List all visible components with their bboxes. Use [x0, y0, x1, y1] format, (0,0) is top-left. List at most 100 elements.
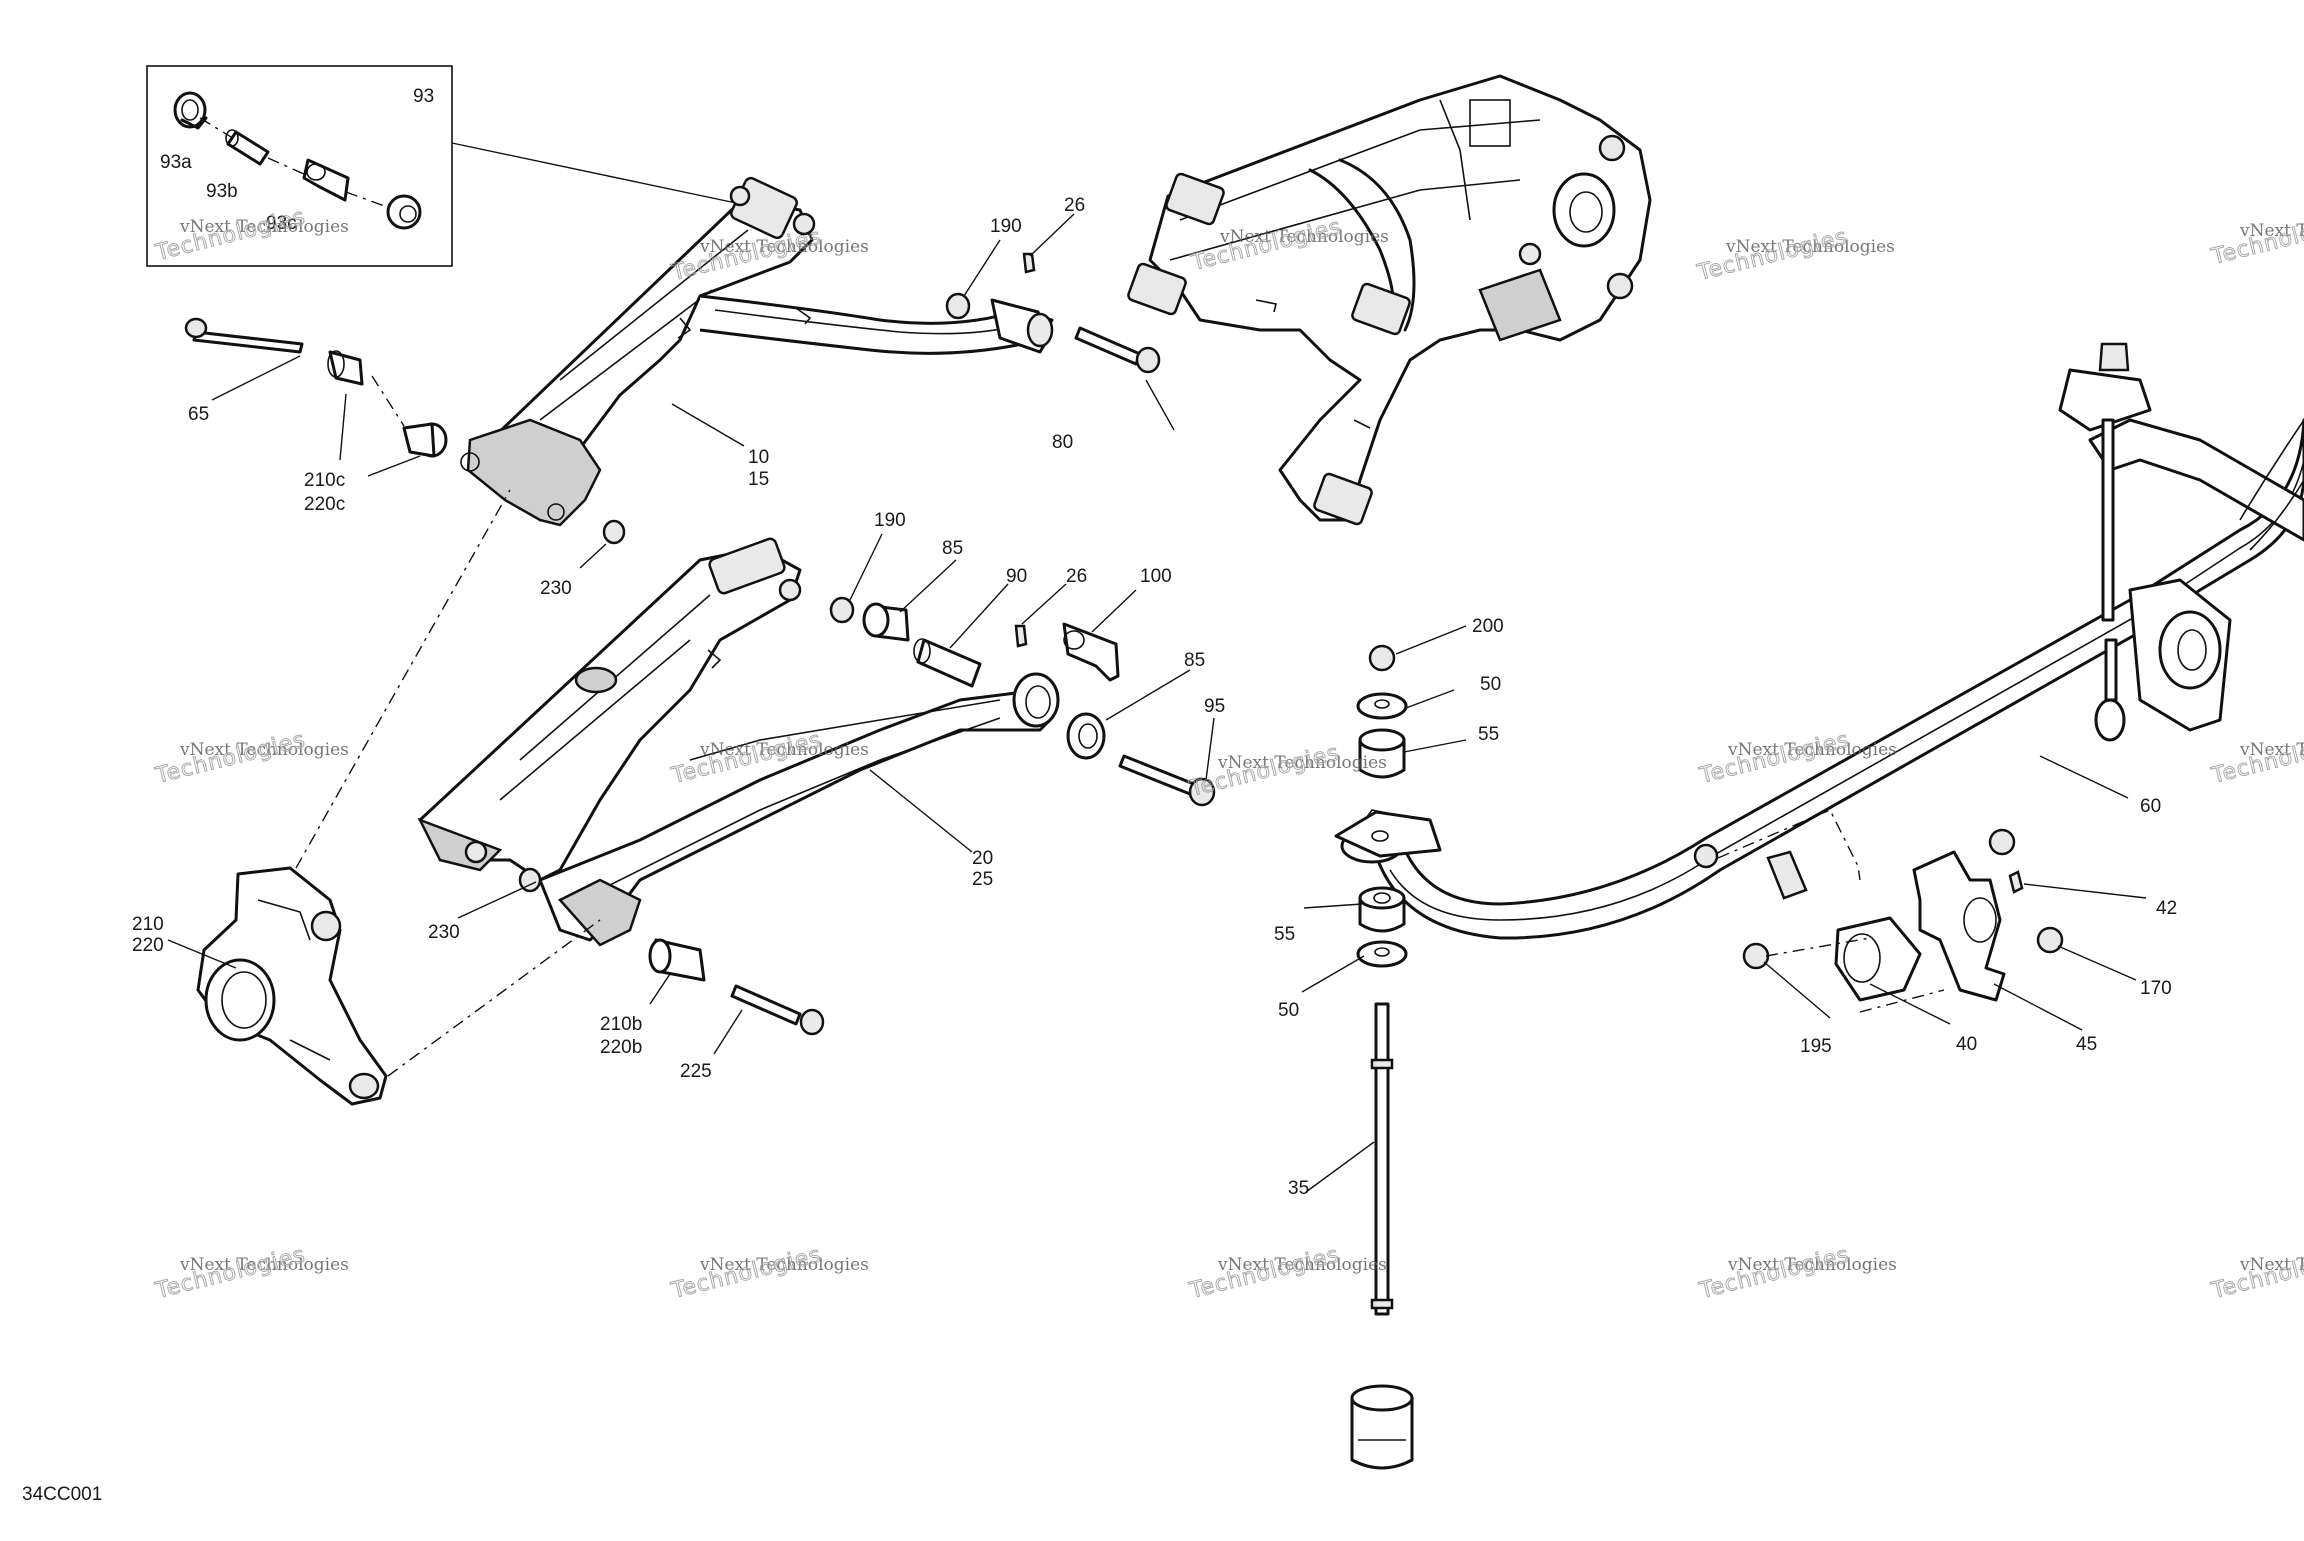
bushing-210c	[327, 350, 364, 386]
watermark-text: Technologies	[2208, 1242, 2304, 1304]
grease-fitting-26-lower	[1014, 624, 1028, 648]
clamp-45	[1912, 850, 2006, 1002]
callout-55-upper: 55	[1478, 724, 1499, 745]
watermark-text: vNext Technologies	[1727, 740, 1897, 760]
watermark-text: vNext Technologies	[699, 237, 869, 257]
detail-box-93: 93 93a 93b 93c	[146, 65, 737, 267]
nut-190-upper	[945, 292, 971, 320]
callout-190-upper: 190	[990, 216, 1022, 237]
callout-65: 65	[188, 404, 209, 425]
watermark-text: vNext Technologies	[699, 1255, 869, 1275]
callout-15: 15	[748, 469, 769, 490]
nut-190-lower	[829, 596, 855, 624]
watermark-text: Technologies	[2208, 727, 2304, 789]
alignment-line-clamp-lower	[1765, 937, 1945, 1013]
callout-230-lower: 230	[428, 922, 460, 943]
callout-210: 210	[132, 914, 164, 935]
callout-93b: 93b	[206, 181, 238, 202]
callout-26-lower: 26	[1066, 566, 1087, 587]
watermark-text: vNext Technologies	[179, 740, 349, 760]
alignment-line-upper	[295, 489, 511, 869]
callout-50-upper: 50	[1480, 674, 1501, 695]
bracket-100	[1062, 622, 1120, 682]
callout-42: 42	[2156, 898, 2177, 919]
callout-90: 90	[1006, 566, 1027, 587]
alignment-line-lower	[387, 919, 601, 1077]
callout-93c: 93c	[266, 213, 297, 234]
callout-200: 200	[1472, 616, 1504, 637]
washer-50-lower	[1356, 940, 1408, 968]
upper-a-arm	[460, 176, 1054, 527]
callout-labels: 65 210c 220c 10 15 230 190 26 80 190 85 …	[132, 195, 2177, 1199]
bushing-220c	[402, 422, 448, 458]
bolt-225	[730, 984, 825, 1036]
watermark-text: vNext Technologies	[179, 1255, 349, 1275]
assembled-subframe	[1127, 74, 1652, 526]
callout-190-lower: 190	[874, 510, 906, 531]
nut-230-upper	[602, 519, 626, 545]
link-rod	[1370, 1002, 1394, 1316]
callout-50-lower: 50	[1278, 1000, 1299, 1021]
bolt-170	[2036, 926, 2064, 954]
washer-50-upper	[1356, 692, 1408, 720]
drawing-code: 34CC001	[22, 1484, 102, 1505]
sleeve-90	[913, 638, 982, 688]
watermark-text: vNext Technologies	[1217, 753, 1387, 773]
callout-25: 25	[972, 869, 993, 890]
callout-210c: 210c	[304, 470, 345, 491]
watermark-text: vNext Technologies	[699, 740, 869, 760]
stabilizer-bar-60	[1340, 342, 2304, 940]
callout-35: 35	[1288, 1178, 1309, 1199]
end-link-35	[1334, 644, 1442, 1470]
callout-93: 93	[413, 86, 434, 107]
nut-200	[1368, 644, 1396, 672]
watermark-text: vNext Technologies	[2239, 1255, 2304, 1275]
leader-lines	[167, 213, 2147, 1193]
bushing-85-upper	[862, 602, 910, 642]
bolt-65	[184, 317, 304, 354]
callout-195: 195	[1800, 1036, 1832, 1057]
callout-220b: 220b	[600, 1037, 642, 1058]
grommet-55-upper	[1358, 728, 1406, 779]
bushing-210b	[648, 938, 706, 982]
callout-100: 100	[1140, 566, 1172, 587]
callout-45: 45	[2076, 1034, 2097, 1055]
lower-a-arm	[417, 537, 1060, 947]
callout-230-upper: 230	[540, 578, 572, 599]
callout-85-lower: 85	[1184, 650, 1205, 671]
callout-80: 80	[1052, 432, 1073, 453]
bracket-plate	[1334, 810, 1442, 858]
watermark-text: vNext Technologies	[2239, 221, 2304, 241]
bushing-clamp-upper	[2128, 578, 2232, 732]
bracket-93c	[302, 158, 350, 202]
callout-10: 10	[748, 447, 769, 468]
grease-fitting-42	[2008, 870, 2024, 894]
alignment-line-clamp-upper	[1717, 809, 1861, 881]
nut-170-b	[1988, 828, 2016, 856]
watermarks: vNext Technologies Technologies vNext Te…	[152, 204, 2304, 1305]
grease-fitting-26-upper	[1022, 252, 1036, 274]
knuckle-210	[196, 866, 388, 1106]
callout-225: 225	[680, 1061, 712, 1082]
bushing-93d	[386, 194, 422, 230]
detail-leader-93	[451, 142, 737, 204]
bolt-80	[1074, 326, 1161, 374]
nut-195-b	[1693, 843, 1719, 869]
callout-170: 170	[2140, 978, 2172, 999]
callout-40: 40	[1956, 1034, 1977, 1055]
watermark-text: Technologies	[2208, 208, 2304, 270]
nut-195	[1742, 942, 1770, 970]
callout-95: 95	[1204, 696, 1225, 717]
callout-210b: 210b	[600, 1014, 642, 1035]
callout-26-upper: 26	[1064, 195, 1085, 216]
watermark-text: vNext Technologies	[179, 217, 349, 237]
watermark-text: vNext Technologies	[2239, 740, 2304, 760]
watermark-text: vNext Technologies	[1725, 237, 1895, 257]
watermark-text: vNext Technologies	[1217, 1255, 1387, 1275]
bolt-95	[1118, 754, 1216, 807]
callout-60: 60	[2140, 796, 2161, 817]
callout-85-upper: 85	[942, 538, 963, 559]
end-link-upper	[2058, 342, 2152, 742]
callout-220: 220	[132, 935, 164, 956]
